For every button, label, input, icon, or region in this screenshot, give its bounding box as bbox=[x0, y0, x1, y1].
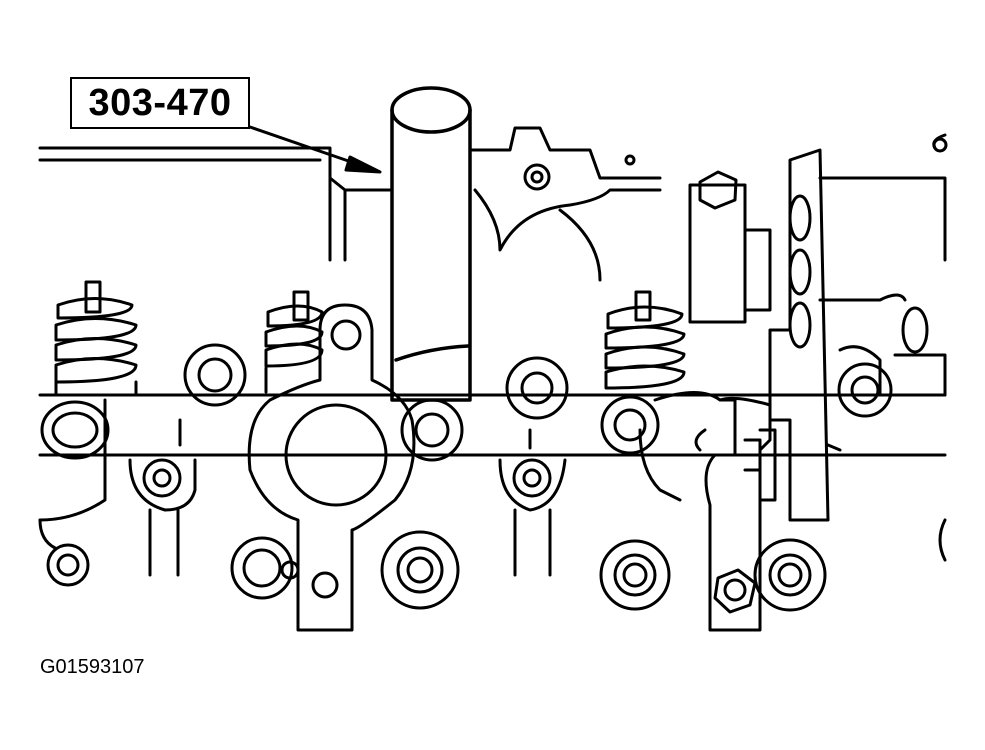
camshaft-lobe-left bbox=[400, 398, 464, 462]
callout-leader-arrow bbox=[248, 125, 382, 174]
tool-callout-label: 303-470 bbox=[88, 81, 232, 124]
cap-bolt-right bbox=[713, 568, 757, 614]
figure-id: G01593107 bbox=[40, 656, 145, 678]
camshaft-rail bbox=[38, 393, 947, 522]
cam-bearing-cap-left bbox=[247, 303, 416, 632]
cylinder-head-casting bbox=[38, 126, 947, 397]
lower-bosses bbox=[38, 458, 947, 612]
tool-callout-box: 303-470 bbox=[70, 77, 250, 129]
valve-spring-3 bbox=[604, 290, 686, 390]
lifter-bores-upper bbox=[183, 343, 893, 420]
casting-holes bbox=[523, 137, 948, 191]
mounting-bracket bbox=[688, 148, 842, 522]
valve-spring-1 bbox=[54, 280, 138, 397]
special-tool-cylinder bbox=[390, 86, 472, 402]
cam-bearing-cap-right bbox=[600, 391, 772, 632]
valve-spring-2 bbox=[264, 290, 324, 394]
